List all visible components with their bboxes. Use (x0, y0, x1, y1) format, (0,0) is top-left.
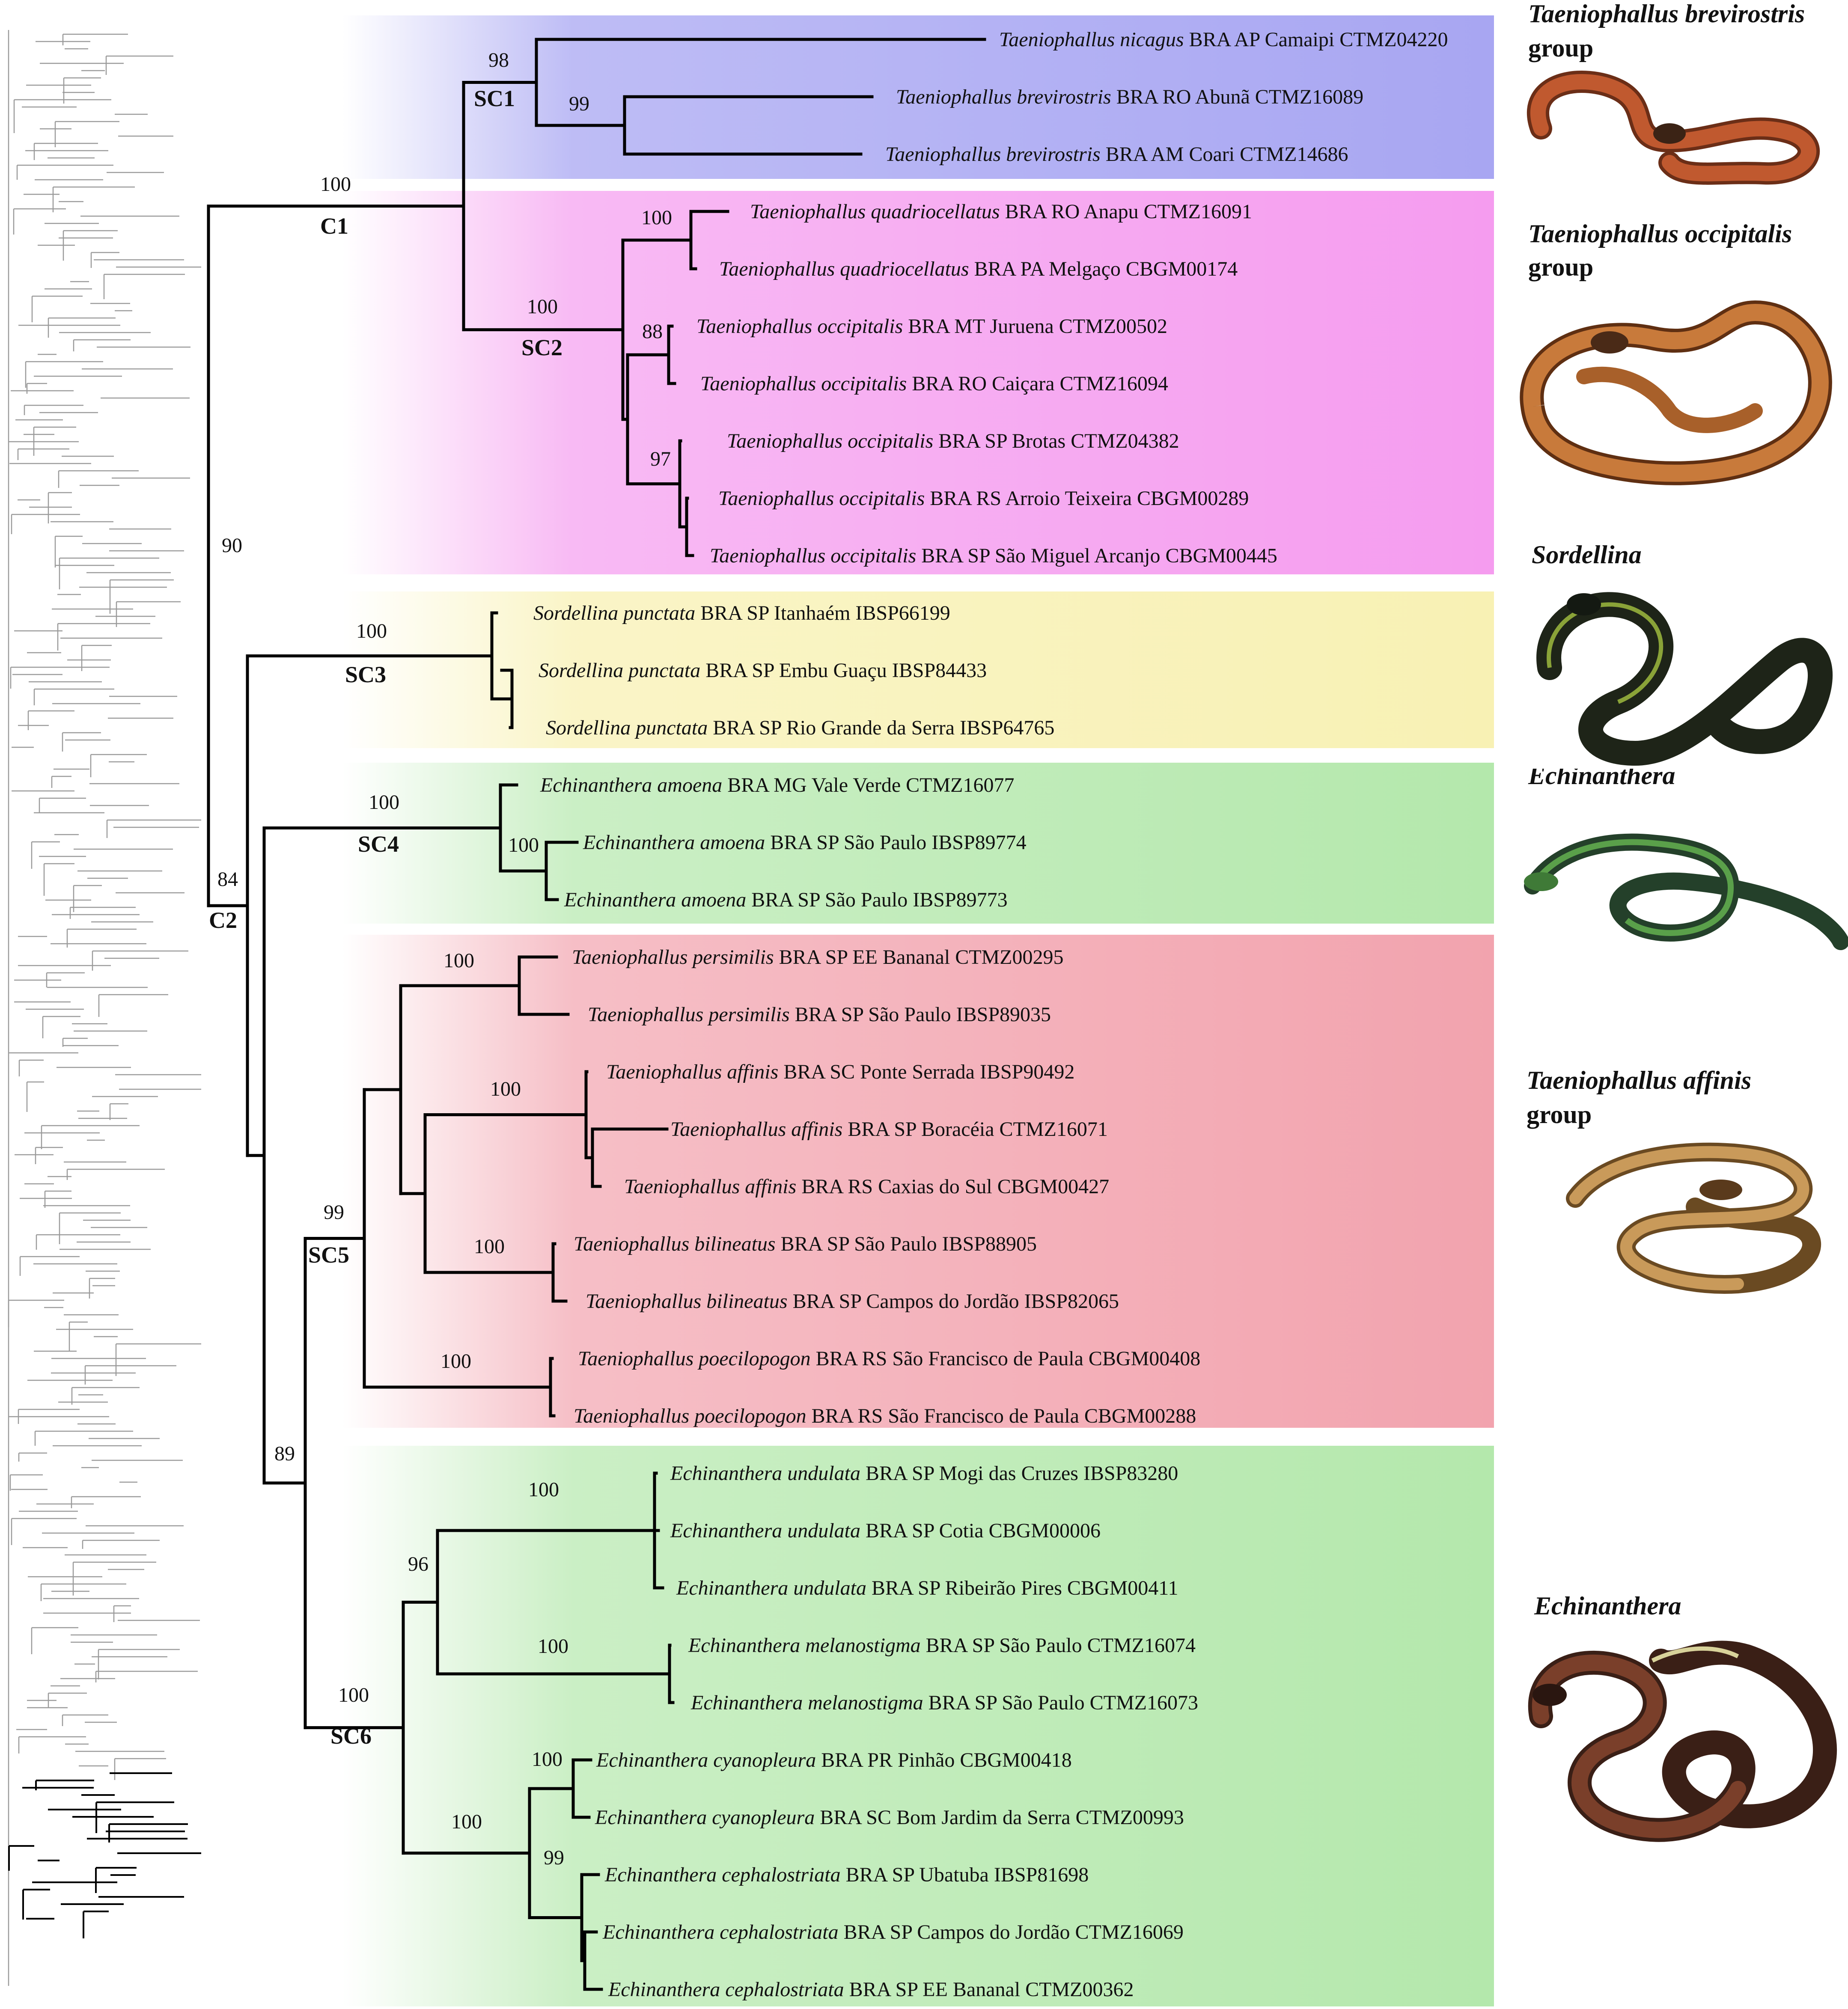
support-values: 98 99 100 100 100 88 97 90 100 100 100 8… (217, 49, 672, 1869)
clade-label-sc6: SC6 (330, 1723, 372, 1749)
taxon-label: Taeniophallus persimilis BRA SP São Paul… (588, 1003, 1051, 1026)
support-value: 100 (338, 1684, 369, 1706)
support-value: 100 (440, 1350, 471, 1373)
clade-label-sc1: SC1 (474, 86, 515, 111)
clade-label-c2: C2 (209, 907, 237, 933)
clade-band-sc6 (342, 1446, 1494, 2006)
support-value: 100 (369, 791, 399, 814)
taxon-label: Echinanthera cyanopleura BRA PR Pinhão C… (596, 1749, 1072, 1771)
support-value: 99 (324, 1201, 344, 1224)
clade-label-sc5: SC5 (308, 1242, 349, 1268)
snake-photo (1520, 289, 1839, 495)
support-value: 99 (569, 92, 589, 115)
support-value: 100 (356, 620, 387, 642)
taxon-label: Echinanthera melanostigma BRA SP São Pau… (690, 1691, 1198, 1714)
photo-panel-title: Taeniophallus brevirostris (1528, 0, 1805, 28)
support-value: 96 (408, 1553, 429, 1575)
clade-label-sc3: SC3 (345, 662, 386, 687)
clade-label-sc2: SC2 (521, 335, 562, 360)
taxon-labels: Taeniophallus nicagus BRA AP Camaipi CTM… (533, 28, 1448, 2001)
support-value: 100 (490, 1078, 521, 1100)
clade-label-c1: C1 (320, 213, 348, 239)
tree-branches (207, 38, 986, 1991)
taxon-label: Taeniophallus occipitalis BRA RS Arroio … (718, 487, 1249, 510)
taxon-label: Taeniophallus quadriocellatus BRA PA Mel… (719, 258, 1238, 280)
taxon-label: Taeniophallus bilineatus BRA SP São Paul… (574, 1233, 1037, 1255)
photo-panel-title: Taeniophallus affinis (1527, 1066, 1751, 1094)
support-value: 100 (443, 949, 474, 972)
snake-photo (1529, 572, 1842, 769)
photo-panel-title: Sordellina (1532, 541, 1642, 569)
clade-label-sc4: SC4 (358, 831, 399, 857)
taxon-label: Sordellina punctata BRA SP Rio Grande da… (546, 716, 1054, 739)
support-value: 100 (528, 1478, 559, 1501)
taxon-label: Taeniophallus poecilopogon BRA RS São Fr… (574, 1405, 1196, 1427)
photo-panel-subtitle: group (1527, 1100, 1592, 1129)
support-value: 90 (222, 534, 242, 557)
support-value: 99 (544, 1846, 564, 1869)
taxon-label: Taeniophallus persimilis BRA SP EE Banan… (572, 946, 1064, 969)
taxon-label: Taeniophallus occipitalis BRA MT Juruena… (696, 315, 1167, 338)
taxon-label: Taeniophallus poecilopogon BRA RS São Fr… (578, 1347, 1200, 1370)
taxon-label: Echinanthera undulata BRA SP Mogi das Cr… (670, 1462, 1178, 1485)
snake-photo (1522, 1626, 1839, 1857)
taxon-label: Taeniophallus bilineatus BRA SP Campos d… (586, 1290, 1119, 1313)
photo-panel-title: Taeniophallus occipitalis (1528, 220, 1792, 248)
support-value: 100 (508, 834, 539, 856)
support-value: 84 (217, 868, 238, 891)
support-value: 100 (527, 295, 558, 318)
support-value: 100 (451, 1810, 482, 1833)
support-value: 100 (474, 1235, 505, 1258)
support-value: 97 (650, 448, 671, 470)
taxon-label: Taeniophallus occipitalis BRA SP Brotas … (727, 430, 1179, 452)
taxon-label: Taeniophallus nicagus BRA AP Camaipi CTM… (999, 28, 1448, 51)
support-value: 100 (641, 206, 672, 229)
clade-band-sc4 (342, 763, 1494, 924)
snake-photo (1524, 1138, 1836, 1322)
taxon-label: Echinanthera cephalostriata BRA SP Campo… (602, 1921, 1184, 1944)
taxon-label: Echinanthera amoena BRA MG Vale Verde CT… (540, 774, 1014, 796)
taxon-label: Taeniophallus brevirostris BRA RO Abunã … (896, 86, 1363, 108)
support-value: 100 (320, 173, 351, 196)
photo-panel-title: Echinanthera (1534, 1592, 1681, 1620)
clade-band-sc5 (342, 935, 1494, 1428)
clade-band-sc3 (342, 591, 1494, 748)
clade-band-sc1 (342, 15, 1494, 179)
taxon-label: Taeniophallus occipitalis BRA SP São Mig… (710, 544, 1277, 567)
taxon-label: Echinanthera cephalostriata BRA SP Ubatu… (604, 1863, 1089, 1886)
photo-panel-subtitle: group (1528, 34, 1593, 62)
overview-tree-thumbnail (8, 30, 201, 1986)
support-value: 89 (274, 1442, 295, 1465)
support-value: 100 (538, 1635, 568, 1658)
clade-band-sc2 (342, 191, 1494, 574)
photo-panels: Taeniophallus brevirostris group Taeniop… (1520, 0, 1848, 1857)
taxon-label: Taeniophallus quadriocellatus BRA RO Ana… (750, 200, 1252, 223)
support-value: 100 (532, 1748, 562, 1771)
taxon-label: Echinanthera undulata BRA SP Cotia CBGM0… (670, 1519, 1101, 1542)
taxon-label: Taeniophallus affinis BRA SP Boracéia CT… (670, 1118, 1108, 1141)
taxon-label: Echinanthera amoena BRA SP São Paulo IBS… (583, 831, 1027, 854)
photo-panel-subtitle: group (1528, 253, 1593, 281)
taxon-label: Taeniophallus occipitalis BRA RO Caiçara… (700, 372, 1168, 395)
taxon-label: Sordellina punctata BRA SP Itanhaém IBSP… (533, 602, 950, 624)
taxon-label: Echinanthera cephalostriata BRA SP EE Ba… (608, 1978, 1134, 2001)
taxon-label: Echinanthera amoena BRA SP São Paulo IBS… (564, 889, 1008, 911)
taxon-label: Taeniophallus affinis BRA RS Caxias do S… (624, 1175, 1109, 1198)
support-value: 88 (642, 320, 663, 343)
snake-photo (1524, 68, 1841, 197)
taxon-label: Taeniophallus affinis BRA SC Ponte Serra… (606, 1061, 1074, 1083)
taxon-label: Echinanthera undulata BRA SP Ribeirão Pi… (676, 1577, 1178, 1599)
taxon-label: Echinanthera cyanopleura BRA SC Bom Jard… (595, 1806, 1184, 1829)
support-value: 98 (488, 49, 509, 71)
clade-labels: SC1 C1 SC2 SC3 SC4 C2 SC5 SC6 (209, 86, 562, 1749)
snake-photo (1521, 792, 1848, 954)
taxon-label: Taeniophallus brevirostris BRA AM Coari … (885, 143, 1348, 166)
taxon-label: Sordellina punctata BRA SP Embu Guaçu IB… (539, 659, 987, 682)
taxon-label: Echinanthera melanostigma BRA SP São Pau… (688, 1634, 1196, 1657)
